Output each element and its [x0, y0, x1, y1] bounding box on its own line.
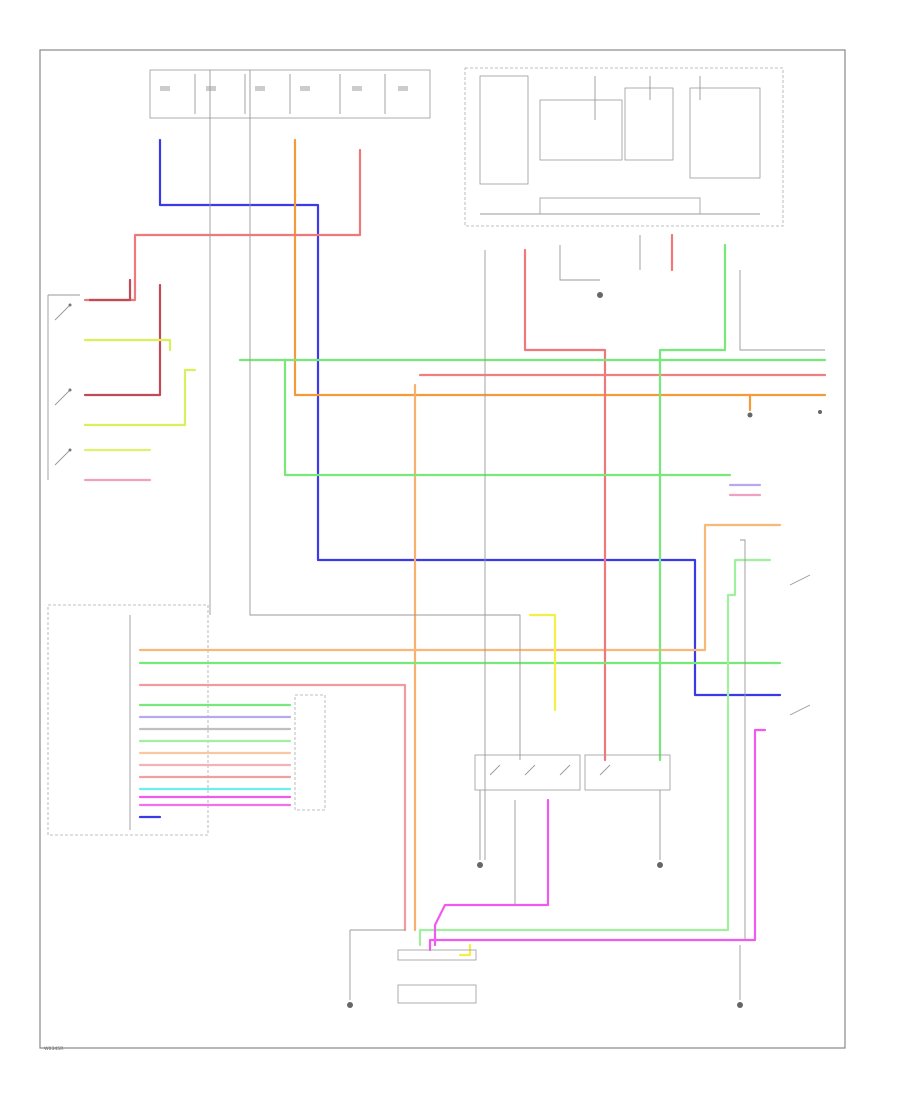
stop-lamp-switch-assembly	[47, 294, 80, 480]
right-switches	[789, 574, 811, 716]
right-connector-stubs	[728, 393, 762, 497]
wire-dark-red	[83, 278, 162, 397]
wire-gray-thin	[209, 70, 825, 1000]
combination-wire-stripes	[138, 703, 292, 819]
wire-red	[83, 148, 827, 932]
wire-green	[138, 243, 827, 947]
wire-yellow-green	[83, 338, 197, 452]
trailer-connector	[397, 949, 477, 1004]
wire-orange	[138, 138, 827, 932]
wire-magenta	[138, 728, 767, 952]
ground-symbols	[347, 292, 822, 1008]
fuse-block-left	[149, 69, 431, 119]
diagram-frame	[39, 49, 846, 1049]
trailer-tow-relays	[474, 754, 671, 791]
ipdm-relay-block	[464, 67, 784, 227]
wire-blue	[158, 138, 782, 697]
combination-connector-box	[294, 694, 326, 811]
wire-yellow	[458, 613, 557, 957]
footer-code: W0345R	[44, 1046, 64, 1052]
trailer-tow-module-left	[47, 604, 209, 836]
